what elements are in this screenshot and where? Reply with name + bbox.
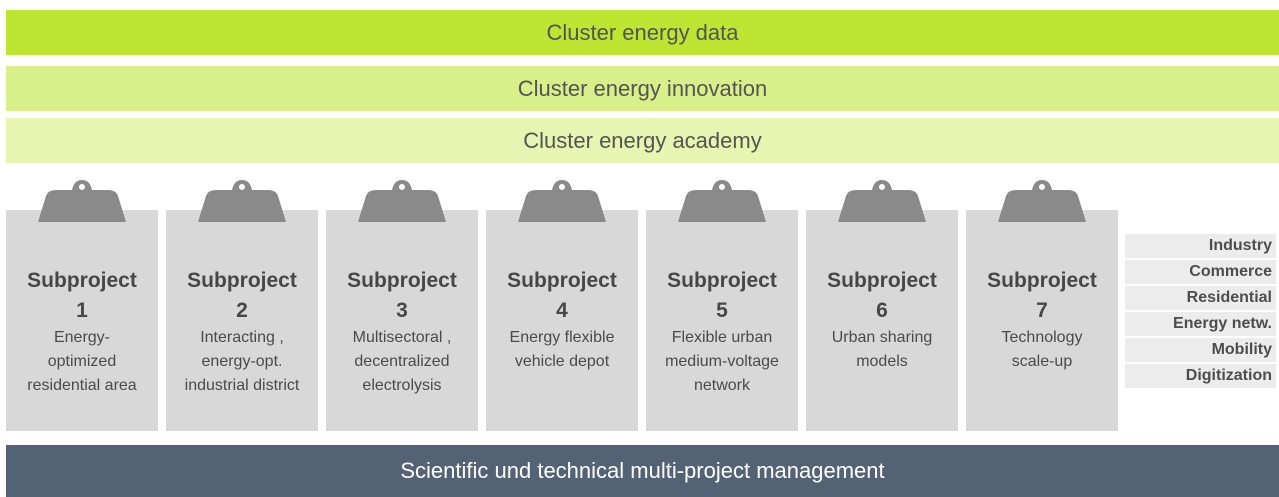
- subproject-description-line: Flexible urban: [671, 329, 773, 346]
- clipboard-clip-icon: [838, 180, 926, 222]
- subproject-number: 7: [1036, 299, 1048, 322]
- band-cluster-energy-innovation: Cluster energy innovation: [6, 66, 1279, 111]
- subproject-description-line: medium-voltage: [665, 353, 779, 370]
- subproject-description-line: Energy flexible: [509, 329, 615, 346]
- subproject-description-line: vehicle depot: [514, 353, 610, 370]
- subproject-title: Subproject: [667, 269, 777, 292]
- sector-item-commerce: Commerce: [1125, 260, 1276, 284]
- subproject-title: Subproject: [827, 269, 937, 292]
- subproject-title: Subproject: [987, 269, 1097, 292]
- subproject-description-line: electrolysis: [362, 377, 442, 394]
- band-cluster-energy-data: Cluster energy data: [6, 10, 1279, 55]
- clipboard-clip-icon: [358, 180, 446, 222]
- subproject-number: 4: [556, 299, 568, 322]
- subproject-description-line: scale-up: [1011, 353, 1073, 370]
- band-label: Cluster energy innovation: [517, 75, 768, 101]
- clipboard-clip-icon: [518, 180, 606, 222]
- sector-item-residential: Residential: [1125, 286, 1276, 310]
- band-label: Cluster energy data: [546, 19, 739, 45]
- subproject-description-line: Interacting ,: [200, 329, 284, 346]
- subproject-number: 5: [716, 299, 728, 322]
- band-cluster-energy-academy: Cluster energy academy: [6, 118, 1279, 163]
- subproject-number: 1: [76, 299, 88, 322]
- subproject-description-line: industrial district: [184, 377, 300, 394]
- subproject-title: Subproject: [347, 269, 457, 292]
- subproject-description-line: optimized: [47, 353, 117, 370]
- clipboard-clip-icon: [198, 180, 286, 222]
- subproject-description-line: Energy-: [53, 329, 111, 346]
- band-label: Cluster energy academy: [523, 127, 762, 153]
- subproject-number: 6: [876, 299, 888, 322]
- subproject-title: Subproject: [507, 269, 617, 292]
- subproject-description-line: energy-opt.: [201, 353, 283, 370]
- subproject-number: 3: [396, 299, 408, 322]
- subproject-title: Subproject: [187, 269, 297, 292]
- sector-item-energy-netw: Energy netw.: [1125, 312, 1276, 336]
- subproject-description-line: residential area: [27, 377, 137, 394]
- subproject-description-line: Technology: [1001, 329, 1083, 346]
- clipboard-clip-icon: [998, 180, 1086, 222]
- subproject-description-line: decentralized: [354, 353, 450, 370]
- subproject-number: 2: [236, 299, 248, 322]
- subproject-description-line: network: [693, 377, 751, 394]
- footer-label: Scientific und technical multi-project m…: [400, 458, 885, 483]
- clipboard-clip-icon: [38, 180, 126, 222]
- subproject-description-line: Multisectoral ,: [352, 329, 452, 346]
- subproject-description-line: models: [856, 353, 908, 370]
- sector-item-industry: Industry: [1125, 234, 1276, 258]
- clipboard-clip-icon: [678, 180, 766, 222]
- sector-item-digitization: Digitization: [1125, 364, 1276, 388]
- sector-item-mobility: Mobility: [1125, 338, 1276, 362]
- subproject-description-line: Urban sharing: [831, 329, 933, 346]
- subproject-title: Subproject: [27, 269, 137, 292]
- footer-band-management: Scientific und technical multi-project m…: [6, 445, 1279, 497]
